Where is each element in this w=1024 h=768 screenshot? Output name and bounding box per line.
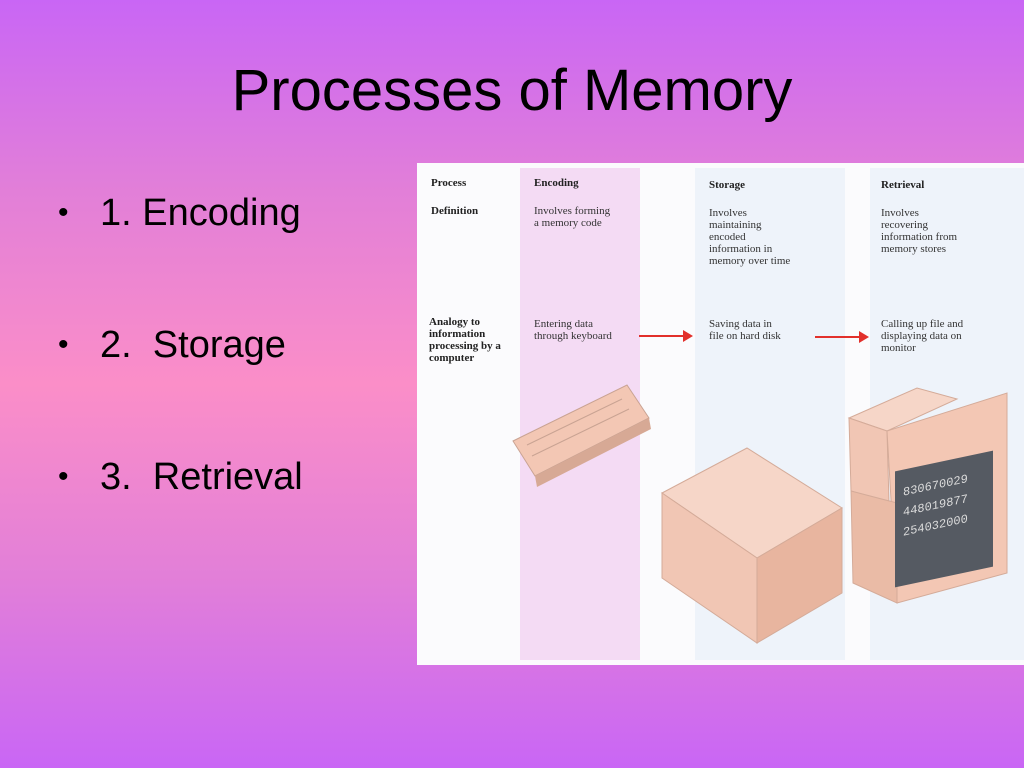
bullet-text: 1. Encoding (100, 192, 301, 234)
bullet-list: • 1. Encoding • 2. Storage • 3. Retrieva… (58, 192, 303, 588)
definition-encoding: Involves forming a memory code (534, 205, 611, 229)
bullet-item: • 2. Storage (58, 324, 303, 456)
column-header-encoding: Encoding (534, 177, 579, 189)
keyboard-icon (512, 384, 651, 487)
bullet-text: 2. Storage (100, 324, 286, 366)
bullet-text: 3. Retrieval (100, 456, 303, 498)
memory-process-figure: Process Definition Analogy to informatio… (417, 163, 1024, 665)
analogy-encoding: Entering data through keyboard (534, 318, 612, 342)
analogy-storage: Saving data in file on hard disk (709, 318, 781, 342)
arrow-right-icon (815, 331, 869, 343)
arrow-right-icon (639, 330, 693, 342)
row-label-definition: Definition (431, 205, 479, 217)
column-header-storage: Storage (709, 179, 746, 191)
monitor-screen: 830670029 448019877 254032000 (895, 450, 993, 588)
computer-devices-illustration (512, 384, 1008, 644)
bullet-item: • 1. Encoding (58, 192, 303, 324)
hard-disk-icon (661, 447, 843, 644)
bullet-dot-icon: • (58, 460, 69, 493)
bullet-dot-icon: • (58, 196, 69, 229)
analogy-retrieval: Calling up file and displaying data on m… (881, 318, 964, 354)
bullet-item: • 3. Retrieval (58, 456, 303, 588)
bullet-dot-icon: • (58, 328, 69, 361)
row-label-process: Process (431, 177, 467, 189)
row-label-analogy: Analogy to information processing by a c… (429, 316, 501, 364)
slide-title: Processes of Memory (231, 58, 793, 123)
definition-storage: Involves maintaining encoded information… (709, 207, 791, 267)
column-header-retrieval: Retrieval (881, 179, 925, 191)
definition-retrieval: Involves recovering information from mem… (881, 207, 958, 255)
